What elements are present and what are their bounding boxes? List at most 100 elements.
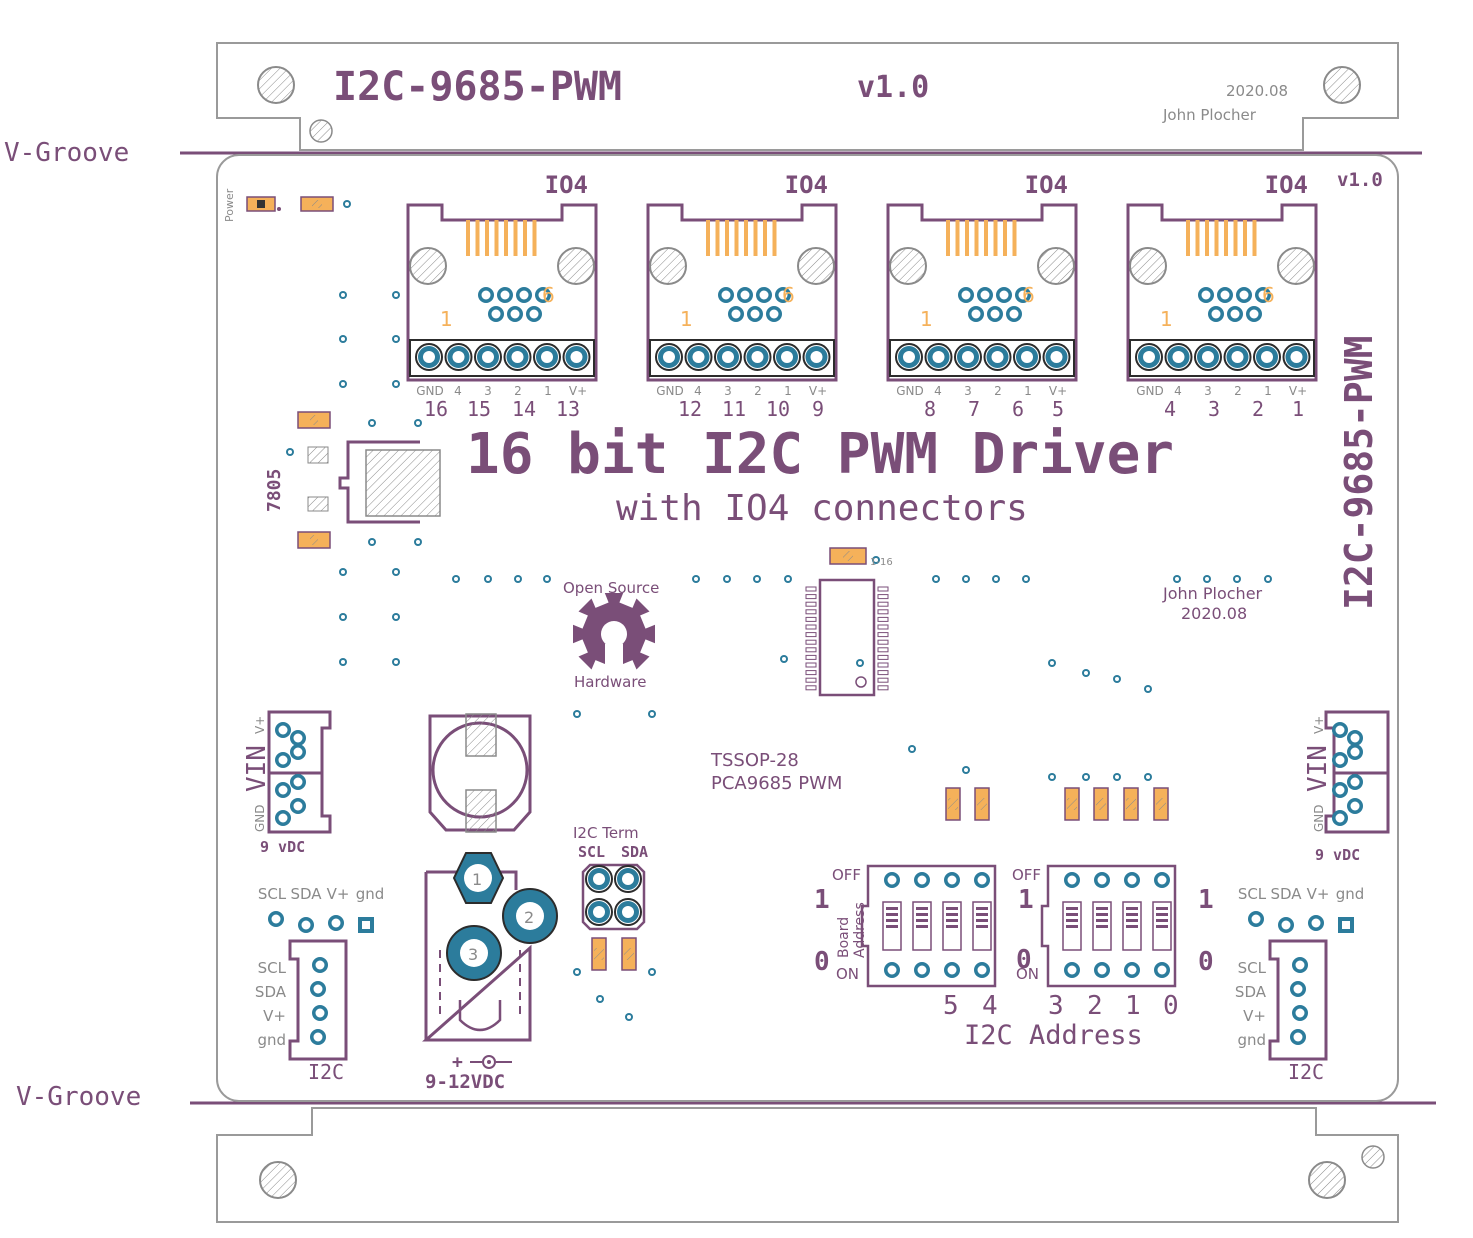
dip-bit-3: 3 bbox=[1048, 991, 1064, 1021]
rj-pin bbox=[1227, 306, 1243, 322]
dip-pin bbox=[1124, 962, 1140, 978]
chip-pin bbox=[805, 601, 817, 607]
bottom-breakaway-rail bbox=[216, 1107, 1399, 1223]
regulator-outline bbox=[338, 440, 420, 524]
rj-pin bbox=[478, 287, 494, 303]
i2c-header-label: SDA bbox=[1270, 885, 1302, 903]
connector-pin bbox=[1292, 957, 1308, 973]
header-pin bbox=[743, 343, 772, 371]
io4-label: IO4 bbox=[545, 171, 588, 199]
header-pin bbox=[415, 343, 443, 371]
electrolytic-capacitor bbox=[428, 713, 532, 833]
rj-pin bbox=[718, 287, 734, 303]
header-pin bbox=[954, 343, 982, 371]
io4-pin-label: GND bbox=[896, 384, 924, 398]
dip-board-one: 1 bbox=[814, 885, 830, 915]
vin-left-connector[interactable] bbox=[267, 710, 332, 834]
dip-pin bbox=[1094, 962, 1110, 978]
via bbox=[962, 575, 970, 583]
header-pin bbox=[802, 343, 831, 371]
header-pin bbox=[298, 917, 314, 933]
connector-pin bbox=[312, 1005, 328, 1021]
i2c-term-jumper[interactable] bbox=[581, 863, 646, 931]
chip-pin bbox=[877, 677, 889, 683]
via bbox=[392, 613, 400, 621]
via-label: 1-16 bbox=[870, 557, 893, 568]
oshw-bottom-label: Hardware bbox=[574, 673, 646, 691]
chip-pin bbox=[805, 609, 817, 615]
via bbox=[1048, 773, 1056, 781]
via bbox=[692, 575, 700, 583]
via bbox=[414, 419, 422, 427]
rail-mounting-hole bbox=[259, 1161, 297, 1199]
dip-pin bbox=[974, 872, 990, 888]
dip-pin bbox=[1154, 962, 1170, 978]
via bbox=[723, 575, 731, 583]
cap-body bbox=[843, 551, 853, 561]
chip-pin bbox=[877, 616, 889, 622]
top-breakaway-rail bbox=[216, 42, 1399, 151]
io4-pin-label: 2 bbox=[994, 384, 1002, 398]
io4-pin6-label: 6 bbox=[782, 283, 795, 307]
io4-pin-label: GND bbox=[656, 384, 684, 398]
via bbox=[392, 380, 400, 388]
via bbox=[1173, 575, 1181, 583]
i2c-left-connector[interactable] bbox=[268, 911, 374, 1061]
chip-pin bbox=[877, 662, 889, 668]
connector-mounting-hole bbox=[557, 247, 595, 285]
chip-pin bbox=[805, 670, 817, 676]
dip-addr-zero-right: 0 bbox=[1198, 947, 1214, 977]
header-pin bbox=[268, 911, 284, 927]
vin-right-label: VIN bbox=[1303, 745, 1333, 792]
vin-left-label: VIN bbox=[242, 745, 272, 792]
header-pin bbox=[1194, 343, 1222, 371]
chip-pin bbox=[877, 654, 889, 660]
rj-pin bbox=[1236, 287, 1252, 303]
vin-right-connector[interactable] bbox=[1324, 710, 1390, 834]
i2c-address-dip-switch[interactable] bbox=[1040, 864, 1177, 988]
rail-mounting-hole bbox=[1323, 66, 1361, 104]
open-source-hardware-icon bbox=[573, 593, 655, 680]
io4-pin-label: 3 bbox=[964, 384, 972, 398]
dip-pin bbox=[914, 962, 930, 978]
dip-pin bbox=[1064, 872, 1080, 888]
io4-pin-label: 4 bbox=[1174, 384, 1182, 398]
rj-pin bbox=[1217, 287, 1233, 303]
connector-pin bbox=[312, 957, 328, 973]
via bbox=[1022, 575, 1030, 583]
barrel-jack[interactable] bbox=[422, 852, 558, 1042]
header-pin bbox=[1135, 343, 1163, 371]
pwm-channel-label: 16 bbox=[424, 397, 448, 421]
board-address-dip-switch[interactable] bbox=[860, 864, 997, 988]
rj-pin bbox=[1198, 287, 1214, 303]
via bbox=[392, 658, 400, 666]
pwm-channel-label: 9 bbox=[812, 397, 824, 421]
dip-addr-one: 1 bbox=[1018, 885, 1034, 915]
pwm-channel-label: 7 bbox=[968, 397, 980, 421]
rail-fiducial bbox=[309, 119, 333, 143]
connector-pin bbox=[1292, 1005, 1308, 1021]
jack-pin-1: 1 bbox=[472, 870, 482, 889]
via bbox=[856, 659, 864, 667]
i2c-right-connector[interactable] bbox=[1248, 911, 1354, 1061]
io4-pin-label: V+ bbox=[1049, 384, 1067, 398]
board-author: John Plocher bbox=[1162, 584, 1263, 603]
led-die bbox=[257, 200, 265, 208]
via bbox=[648, 710, 656, 718]
via bbox=[1233, 575, 1241, 583]
rail-date: 2020.08 bbox=[1226, 82, 1288, 100]
pwm-channel-label: 14 bbox=[512, 397, 536, 421]
resistor-body bbox=[594, 948, 604, 960]
via bbox=[339, 613, 347, 621]
io4-pin-label: V+ bbox=[1289, 384, 1307, 398]
dip-pin bbox=[884, 872, 900, 888]
dip-pin bbox=[1124, 872, 1140, 888]
via bbox=[339, 568, 347, 576]
io4-pin6-label: 6 bbox=[1262, 283, 1275, 307]
dip-switch-lever bbox=[1152, 901, 1172, 951]
i2c-pin-label: gnd bbox=[257, 1031, 286, 1049]
